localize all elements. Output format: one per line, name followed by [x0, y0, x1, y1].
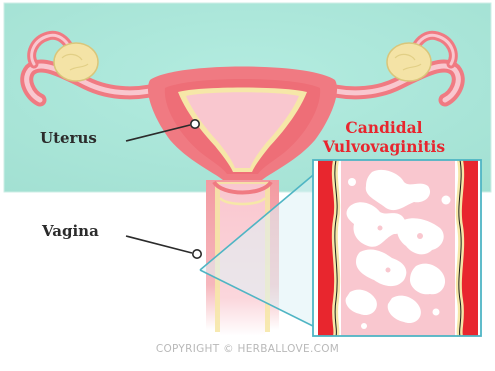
callout-title-line1: Candidal [304, 118, 464, 137]
copyright-notice: COPYRIGHT © HERBALLOVE.COM [0, 343, 495, 355]
vagina-label: Vagina [42, 222, 99, 240]
callout-title-line2: Vulvovaginitis [304, 137, 464, 156]
vagina-pointer-line [126, 236, 192, 253]
vagina-pointer-dot [193, 250, 201, 258]
left-ovary [54, 43, 98, 81]
uterus-pointer-dot [191, 120, 199, 128]
uterus-label: Uterus [40, 129, 97, 147]
callout-title: Candidal Vulvovaginitis [304, 118, 464, 156]
magnified-inset [313, 160, 481, 336]
right-ovary [387, 43, 431, 81]
